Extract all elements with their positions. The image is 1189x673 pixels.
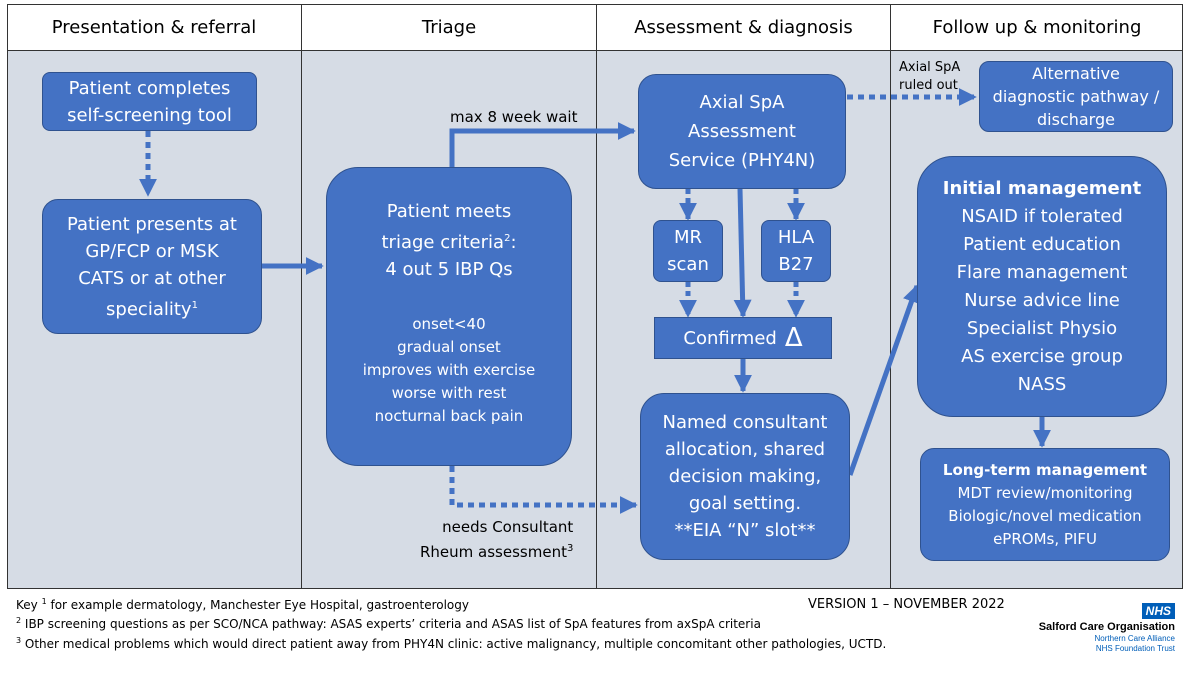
box-mr-scan: MR scan	[653, 220, 723, 282]
box-triage-criteria: Patient meets triage criteria2: 4 out 5 …	[326, 167, 572, 466]
triage-criterion: worse with rest	[391, 384, 507, 402]
triage-criterion: onset<40	[412, 315, 486, 333]
logo-line-1: Northern Care Alliance	[1094, 634, 1175, 643]
box-axial-spa-service: Axial SpA Assessment Service (PHY4N)	[638, 74, 846, 189]
nhs-logo: NHS Salford Care Organisation Northern C…	[1015, 602, 1175, 653]
header-presentation: Presentation & referral	[7, 5, 302, 51]
box-hla-b27: HLA B27	[761, 220, 831, 282]
label-needs-consultant: needs Consultant Rheum assessment3	[420, 518, 574, 561]
diagram-frame	[7, 4, 1183, 589]
header-triage: Triage	[302, 5, 597, 51]
footnote-1: Key 1 for example dermatology, Mancheste…	[16, 597, 469, 612]
box-long-term-management: Long-term management MDT review/monitori…	[920, 448, 1170, 561]
delta-symbol: Δ	[784, 323, 803, 353]
logo-line-2: NHS Foundation Trust	[1095, 644, 1175, 653]
box-confirmed-diagnosis: Confirmed Δ	[654, 317, 832, 359]
label-ruled-out: Axial SpA ruled out	[899, 60, 961, 93]
arrow-triage-to-named	[449, 466, 638, 514]
header-followup: Follow up & monitoring	[891, 5, 1183, 51]
box-patient-presents: Patient presents at GP/FCP or MSK CATS o…	[42, 199, 262, 334]
logo-title: Salford Care Organisation	[1038, 621, 1175, 633]
version-label: VERSION 1 – NOVEMBER 2022	[808, 597, 1005, 612]
triage-criterion: nocturnal back pain	[374, 407, 524, 425]
arrow-named-to-initial	[847, 284, 921, 476]
box-self-screening: Patient completes self-screening tool	[42, 72, 257, 131]
header-assessment: Assessment & diagnosis	[597, 5, 891, 51]
box-named-consultant: Named consultant allocation, shared deci…	[640, 393, 850, 560]
arrow-triage-to-axial	[449, 122, 636, 167]
label-max-wait: max 8 week wait	[450, 108, 578, 126]
arrow-axial-to-confirmed	[733, 188, 752, 318]
box-alternative-pathway: Alternative diagnostic pathway / dischar…	[979, 61, 1173, 132]
footnote-3: 3 Other medical problems which would dir…	[16, 636, 887, 651]
triage-criterion: improves with exercise	[362, 361, 536, 379]
box-initial-management: Initial management NSAID if tolerated Pa…	[917, 156, 1167, 417]
footnote-2: 2 IBP screening questions as per SCO/NCA…	[16, 616, 761, 631]
triage-criterion: gradual onset	[397, 338, 501, 356]
nhs-badge: NHS	[1141, 603, 1175, 619]
